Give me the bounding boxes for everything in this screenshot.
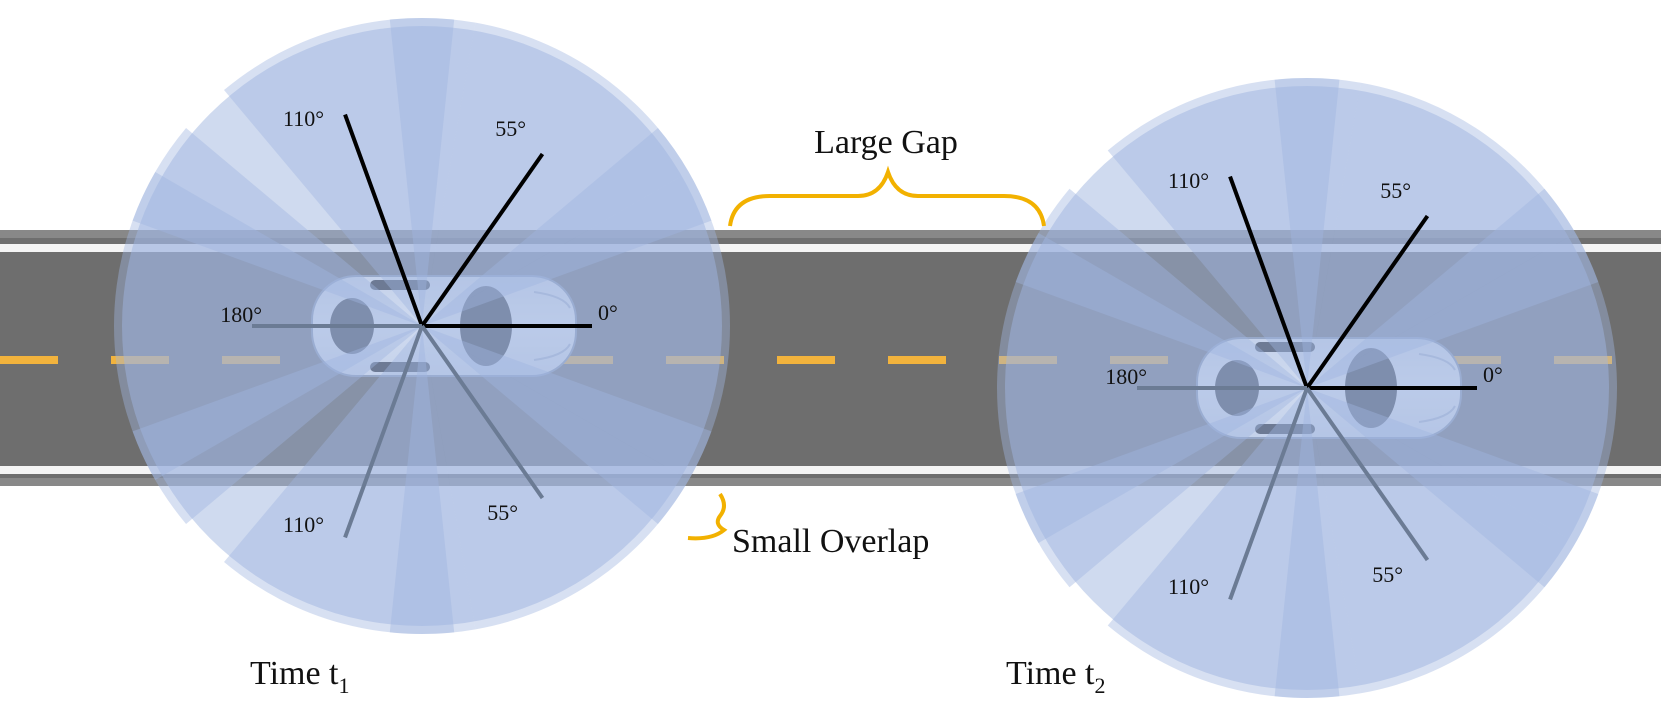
sensor-coverage-wedge (1307, 82, 1576, 388)
angle-label: 180° (1105, 364, 1147, 389)
road-border-bottom (0, 478, 1661, 486)
sensor-axis-line (420, 324, 545, 500)
sensor-coverage-wedge (224, 18, 476, 326)
angle-label: 110° (1168, 168, 1209, 193)
sensor-coverage-wedge (1107, 388, 1361, 698)
large-gap-brace (728, 165, 1046, 227)
angle-label: 110° (1168, 574, 1209, 599)
angle-label: 0° (598, 300, 618, 325)
angle-label: 110° (283, 512, 324, 537)
sensor-axis-line (1305, 386, 1430, 562)
sensor-coverage-wedge (132, 326, 422, 524)
vehicle-t2: 0° 180° 55° 110° 55° 110° (997, 77, 1617, 698)
angle-label: 55° (487, 500, 518, 525)
sensor-coverage-wedge (132, 128, 422, 326)
angle-label: 110° (283, 106, 324, 131)
sensor-coverage-wedge (422, 22, 689, 326)
angle-label: 55° (1372, 562, 1403, 587)
lane-dash (777, 356, 835, 364)
large-gap-label: Large Gap (814, 124, 958, 161)
lane-dash (0, 356, 58, 364)
sensor-coverage-wedge (1274, 77, 1340, 388)
road-border-top (0, 230, 1661, 238)
sensor-coverage-wedge (1307, 388, 1599, 588)
sensor-coverage-wedge (1015, 388, 1307, 588)
time-t2-prefix: Time t (1006, 655, 1095, 692)
small-overlap-brace (687, 492, 728, 541)
sensor-coverage-wedge (1307, 388, 1576, 694)
vehicle-t1: 0° 180° 55° 110° 55° 110° (114, 18, 730, 634)
lane-dash (888, 356, 946, 364)
sensor-axis-line (343, 113, 424, 327)
sensor-coverage-wedge (224, 326, 476, 634)
small-overlap-label: Small Overlap (732, 523, 929, 560)
sensor-coverage-wedge (422, 326, 712, 524)
sensor-axis-line (1228, 387, 1309, 601)
sensor-coverage-wedge (389, 326, 455, 634)
time-t2-subscript: 2 (1095, 673, 1106, 698)
sensor-coverage-wedge (422, 128, 712, 326)
road-edge-line-top (0, 244, 1661, 252)
time-t1-label: Time t1 (250, 655, 350, 698)
time-t2-label: Time t2 (1006, 655, 1106, 698)
road-edge-line-bottom (0, 466, 1661, 474)
sensor-coverage-wedge (422, 326, 689, 630)
sensor-coverage-wedge (389, 18, 455, 326)
sensor-axis-line (1305, 214, 1430, 390)
sensor-coverage-wedge (1015, 188, 1307, 388)
sensor-coverage-wedge (1274, 388, 1340, 698)
sensor-axis-line (1228, 175, 1309, 389)
sensor-axis-line (343, 325, 424, 539)
sensor-axis-line (420, 152, 545, 328)
angle-label: 180° (220, 302, 262, 327)
angle-label: 0° (1483, 362, 1503, 387)
angle-label: 55° (495, 116, 526, 141)
time-t1-subscript: 1 (339, 673, 350, 698)
time-t1-prefix: Time t (250, 655, 339, 692)
angle-label: 55° (1380, 178, 1411, 203)
sensor-coverage-wedge (1307, 188, 1599, 388)
sensor-coverage-wedge (1107, 78, 1361, 388)
